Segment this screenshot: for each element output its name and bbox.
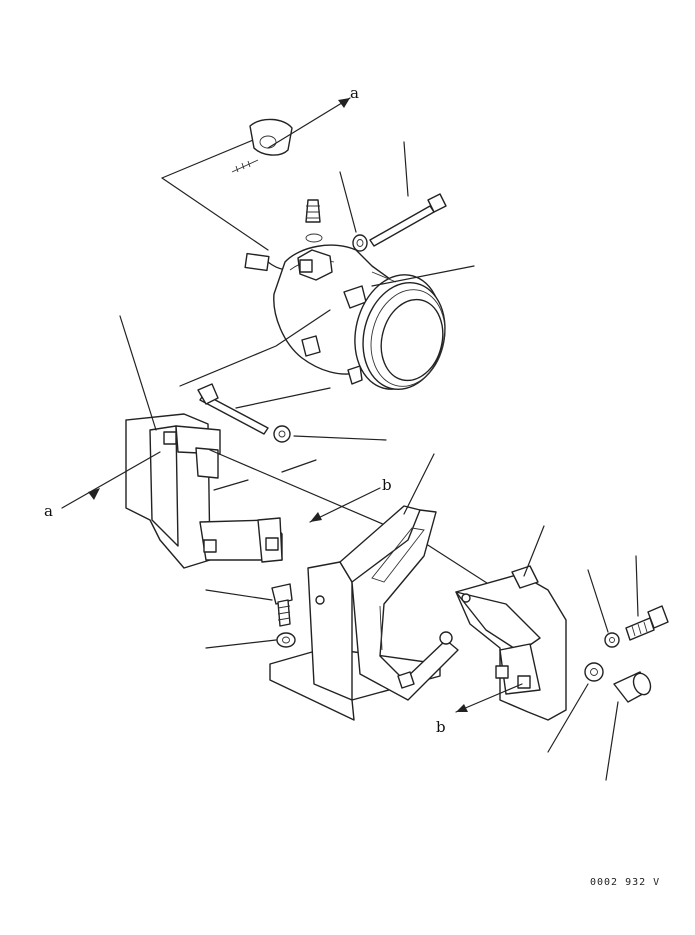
arrow-b-bottom: b: [436, 684, 522, 736]
leader-lines-lower-left: [206, 454, 434, 648]
washer-top: [353, 235, 367, 251]
bolt-middle: [198, 384, 268, 434]
left-bracket: [126, 414, 282, 568]
leader-lines-top: [340, 142, 474, 286]
label-b-bottom: b: [436, 718, 446, 736]
bolt-right-bottom: [614, 671, 654, 702]
arrow-a-top: a: [268, 84, 359, 148]
bolt-lower-left: [272, 584, 292, 626]
right-bracket: [456, 566, 566, 720]
fitting: [306, 200, 322, 242]
washer-lower-left: [277, 633, 295, 647]
washer-middle: [274, 426, 290, 442]
reference-code: 0002 932 V: [590, 877, 660, 888]
washer-right-bottom: [585, 663, 603, 681]
label-a-left: a: [44, 502, 53, 520]
label-b-top: b: [382, 476, 392, 494]
compressor: [274, 245, 456, 398]
long-bolt-top: [370, 194, 446, 246]
label-a-top: a: [350, 84, 359, 102]
bolt-right: [626, 606, 668, 640]
mounting-base: [270, 506, 458, 720]
leader-lines-middle: [120, 310, 386, 472]
washer-right: [605, 633, 619, 647]
leader-lines-right: [524, 526, 638, 780]
arrow-b-top: b: [310, 476, 392, 522]
arrow-a-left: a: [44, 452, 160, 520]
